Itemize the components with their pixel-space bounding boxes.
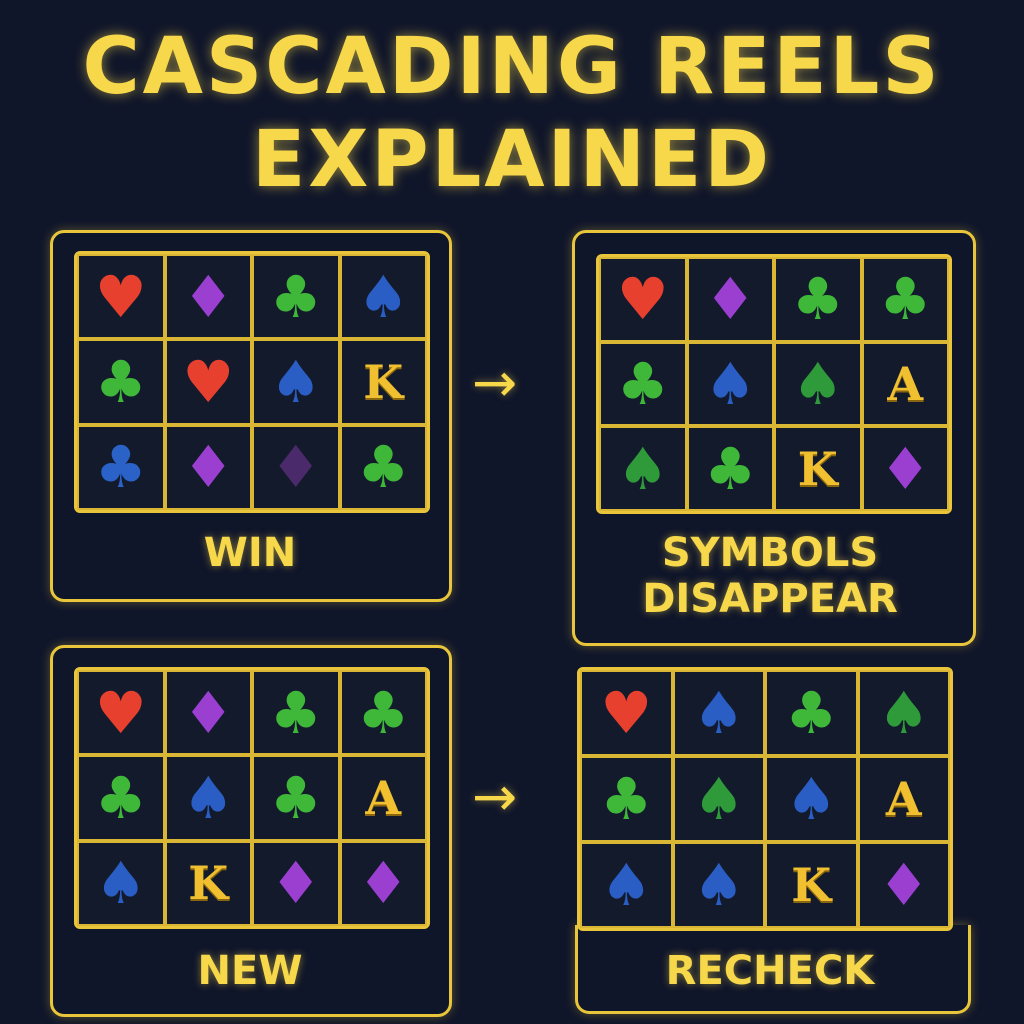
heart-icon: ♥	[77, 670, 165, 756]
reel-grid-win: ♥♦♣♠♣♥♠K♣♦♦♣	[74, 251, 430, 513]
panel-symbols-disappear	[572, 230, 976, 646]
heart-icon: ♥	[164, 339, 252, 425]
diamond-icon: ♦	[252, 840, 340, 926]
letter-k-symbol: K	[164, 840, 252, 926]
letter-k-symbol: K	[765, 842, 858, 928]
heart-icon: ♥	[77, 254, 165, 340]
arrow-icon: →	[472, 351, 518, 414]
diamond-icon: ♦	[164, 424, 252, 510]
spade-icon: ♠	[252, 339, 340, 425]
club-icon: ♣	[580, 756, 673, 842]
reel-grid-recheck: ♥♠♣♠♣♠♠A♠♠K♦	[577, 667, 953, 931]
spade-icon: ♠	[774, 341, 862, 427]
reel-grid-symbols-disappear: ♥♦♣♣♣♠♠A♠♣K♦	[596, 254, 952, 514]
spade-icon: ♠	[672, 670, 765, 756]
spade-icon: ♠	[580, 842, 673, 928]
diamond-icon: ♦	[252, 424, 340, 510]
panel-label-new: NEW	[197, 948, 303, 994]
panel-new	[50, 645, 452, 1017]
spade-icon: ♠	[672, 756, 765, 842]
spade-icon: ♠	[164, 755, 252, 841]
spade-icon: ♠	[599, 426, 687, 511]
panel-label-win: WIN	[203, 530, 297, 576]
panel-label-recheck: RECHECK	[665, 948, 875, 994]
letter-a-symbol: A	[861, 341, 949, 427]
club-icon: ♣	[686, 426, 774, 511]
diamond-icon: ♦	[164, 254, 252, 340]
panel-label-symbols-disappear: SYMBOLS DISAPPEAR	[642, 530, 898, 622]
title-line-2: EXPLAINED	[252, 115, 772, 205]
spade-icon: ♠	[339, 254, 427, 340]
letter-a-symbol: A	[857, 756, 950, 842]
club-icon: ♣	[599, 341, 687, 427]
arrow-icon: →	[472, 765, 518, 828]
club-icon: ♣	[252, 670, 340, 756]
club-icon: ♣	[77, 339, 165, 425]
club-icon: ♣	[77, 755, 165, 841]
heart-icon: ♥	[599, 257, 687, 342]
diamond-icon: ♦	[857, 842, 950, 928]
panel-recheck	[575, 925, 971, 1014]
spade-icon: ♠	[77, 840, 165, 926]
reel-grid-new: ♥♦♣♣♣♠♣A♠K♦♦	[74, 667, 430, 929]
letter-k-symbol: K	[339, 339, 427, 425]
letter-k-symbol: K	[774, 426, 862, 511]
title-line-1: CASCADING REELS	[82, 22, 942, 112]
diamond-icon: ♦	[686, 257, 774, 342]
club-icon: ♣	[77, 424, 165, 510]
letter-a-symbol: A	[339, 755, 427, 841]
spade-icon: ♠	[765, 756, 858, 842]
club-icon: ♣	[252, 254, 340, 340]
diamond-icon: ♦	[164, 670, 252, 756]
club-icon: ♣	[252, 755, 340, 841]
diamond-icon: ♦	[861, 426, 949, 511]
panel-win	[50, 230, 452, 602]
club-icon: ♣	[339, 424, 427, 510]
club-icon: ♣	[774, 257, 862, 342]
spade-icon: ♠	[857, 670, 950, 756]
club-icon: ♣	[339, 670, 427, 756]
club-icon: ♣	[765, 670, 858, 756]
spade-icon: ♠	[686, 341, 774, 427]
club-icon: ♣	[861, 257, 949, 342]
diamond-icon: ♦	[339, 840, 427, 926]
heart-icon: ♥	[580, 670, 673, 756]
spade-icon: ♠	[672, 842, 765, 928]
